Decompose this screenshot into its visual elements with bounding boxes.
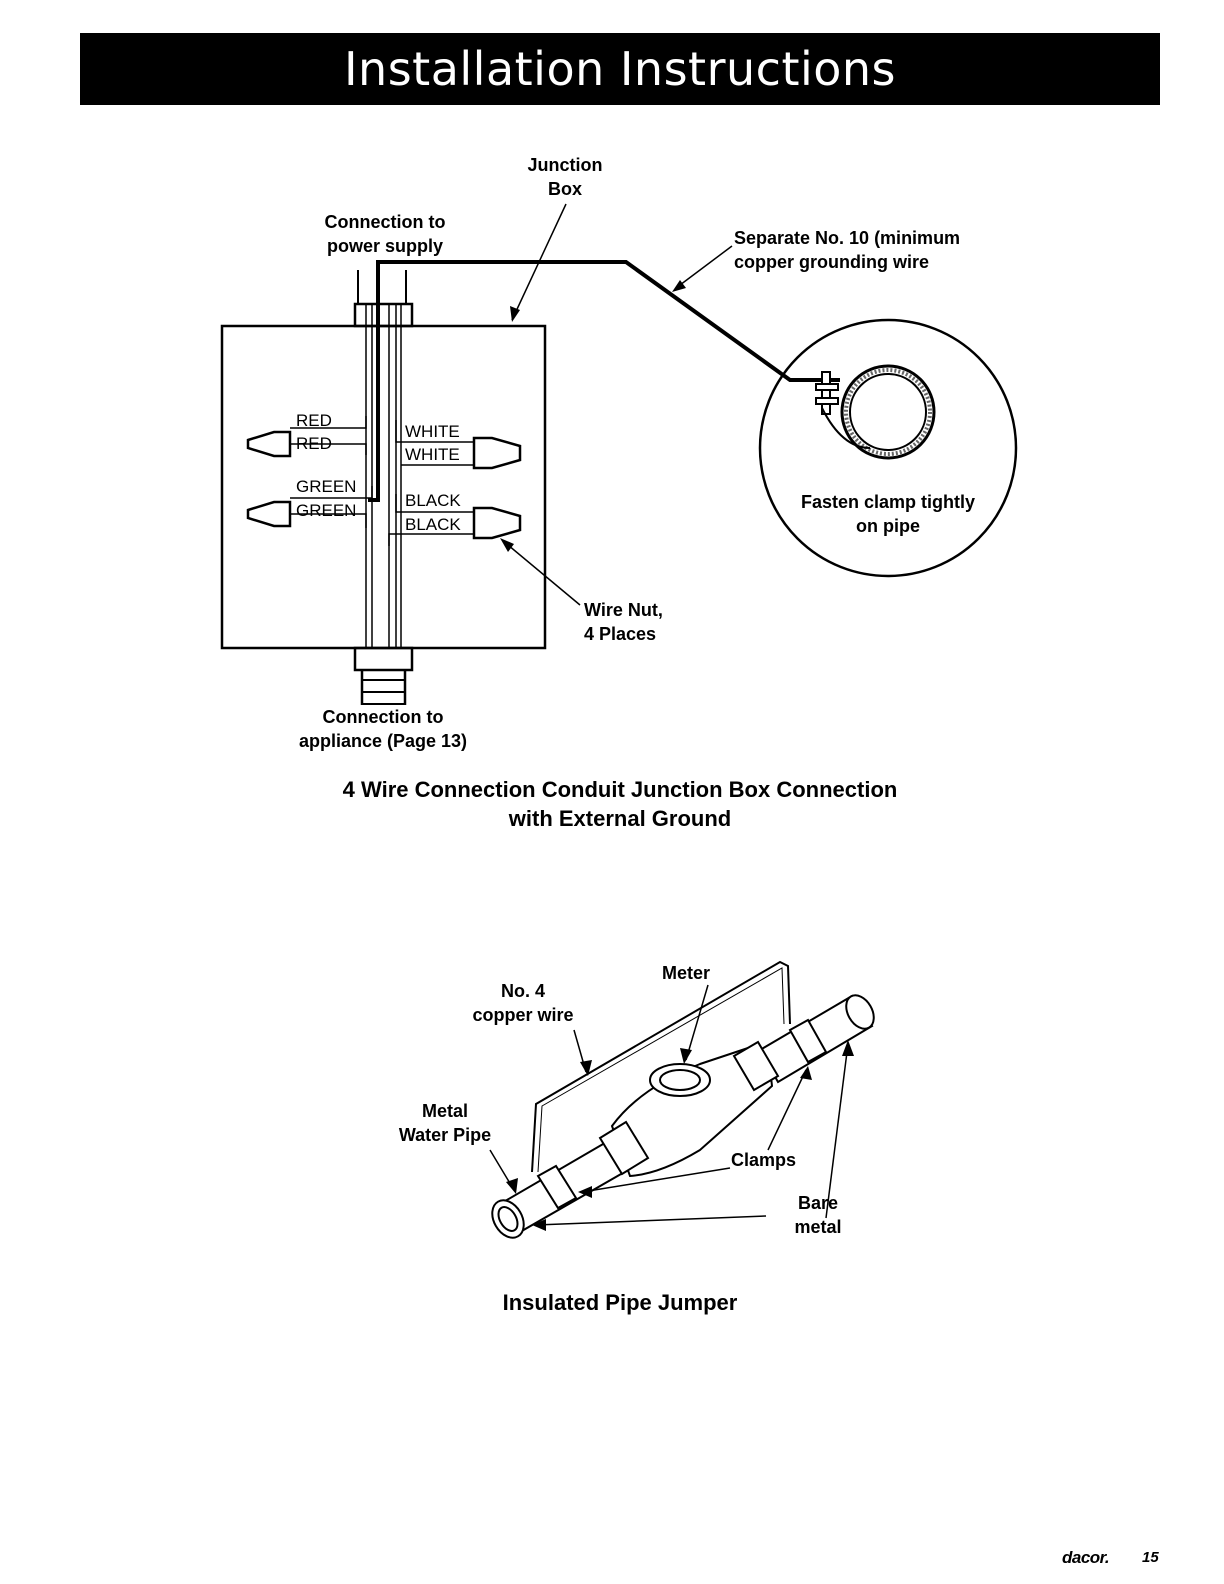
- wire-label-white: WHITE: [405, 422, 460, 441]
- bare-metal-label: Bare metal: [794, 1193, 842, 1237]
- page-number: 15: [1142, 1549, 1159, 1566]
- clamp-detail-circle: [758, 318, 1018, 578]
- diagram1-caption: 4 Wire Connection Conduit Junction Box C…: [342, 777, 898, 831]
- wire-nut: [472, 436, 522, 470]
- wire-label-red: RED: [296, 411, 332, 430]
- wire-label-black: BLACK: [405, 515, 461, 534]
- copper-wire-label: No. 4 copper wire: [472, 981, 574, 1025]
- wire-label-white: WHITE: [405, 445, 460, 464]
- meter-label: Meter: [661, 963, 710, 983]
- page-title: Installation Instructions: [343, 42, 897, 96]
- junction-box-label: Junction Box: [527, 155, 603, 199]
- appliance-label: Connection to appliance (Page 13): [298, 707, 468, 751]
- clamps-label: Clamps: [731, 1150, 797, 1170]
- wire-label-green: GREEN: [296, 501, 357, 520]
- header-bar: Installation Instructions: [80, 33, 1160, 105]
- wire-label-black: BLACK: [405, 491, 461, 510]
- water-pipe-label: Metal Water Pipe: [398, 1101, 492, 1145]
- clamp-instruction-label: Fasten clamp tightly on pipe: [800, 492, 976, 536]
- wire-nut: [246, 430, 292, 458]
- wire-nut-label: Wire Nut, 4 Places: [584, 600, 663, 644]
- wire-nut: [472, 506, 522, 540]
- power-supply-label: Connection to power supply: [324, 212, 446, 256]
- wire-label-green: GREEN: [296, 477, 357, 496]
- ground-wire-label: Separate No. 10 (minimum copper groundin…: [734, 228, 961, 272]
- wire-nut: [246, 500, 292, 528]
- diagram2-caption: Insulated Pipe Jumper: [502, 1290, 738, 1315]
- brand-logo: dacor.: [1062, 1548, 1110, 1567]
- wire-label-red: RED: [296, 434, 332, 453]
